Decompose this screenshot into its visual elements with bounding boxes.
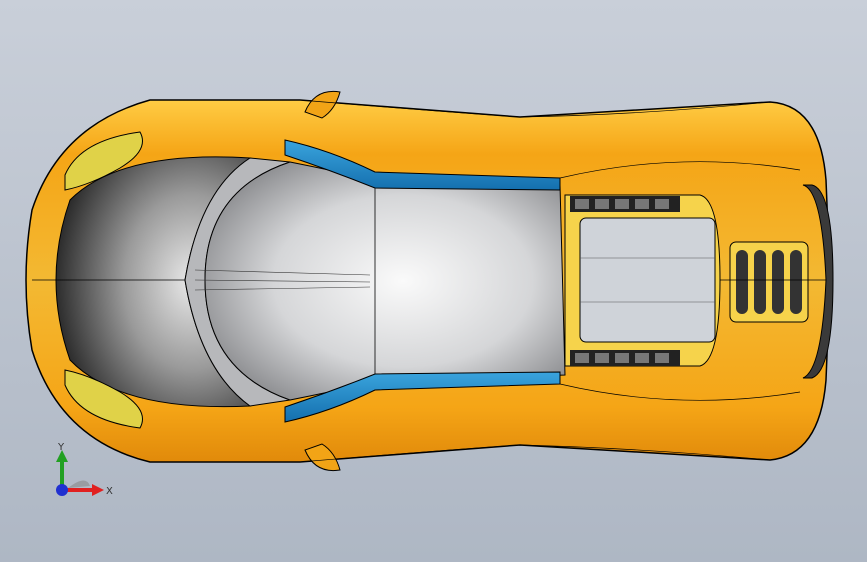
right-mirror[interactable] [304,443,341,472]
left-side-glass[interactable] [284,139,561,191]
lower-vents [570,350,680,366]
body-seams [32,99,826,463]
rear-louvres [729,241,809,323]
y-axis-label: Y [57,442,65,453]
right-side-glass[interactable] [284,371,561,423]
z-axis-dot [56,484,68,496]
left-headlight [64,131,143,191]
rear-wing[interactable] [802,184,834,379]
x-axis-label: X [106,486,113,497]
axis-triad: Y X [56,442,113,497]
upper-vents [570,196,680,212]
left-mirror[interactable] [304,90,341,119]
right-headlight [64,369,143,429]
engine-window[interactable] [579,217,716,343]
